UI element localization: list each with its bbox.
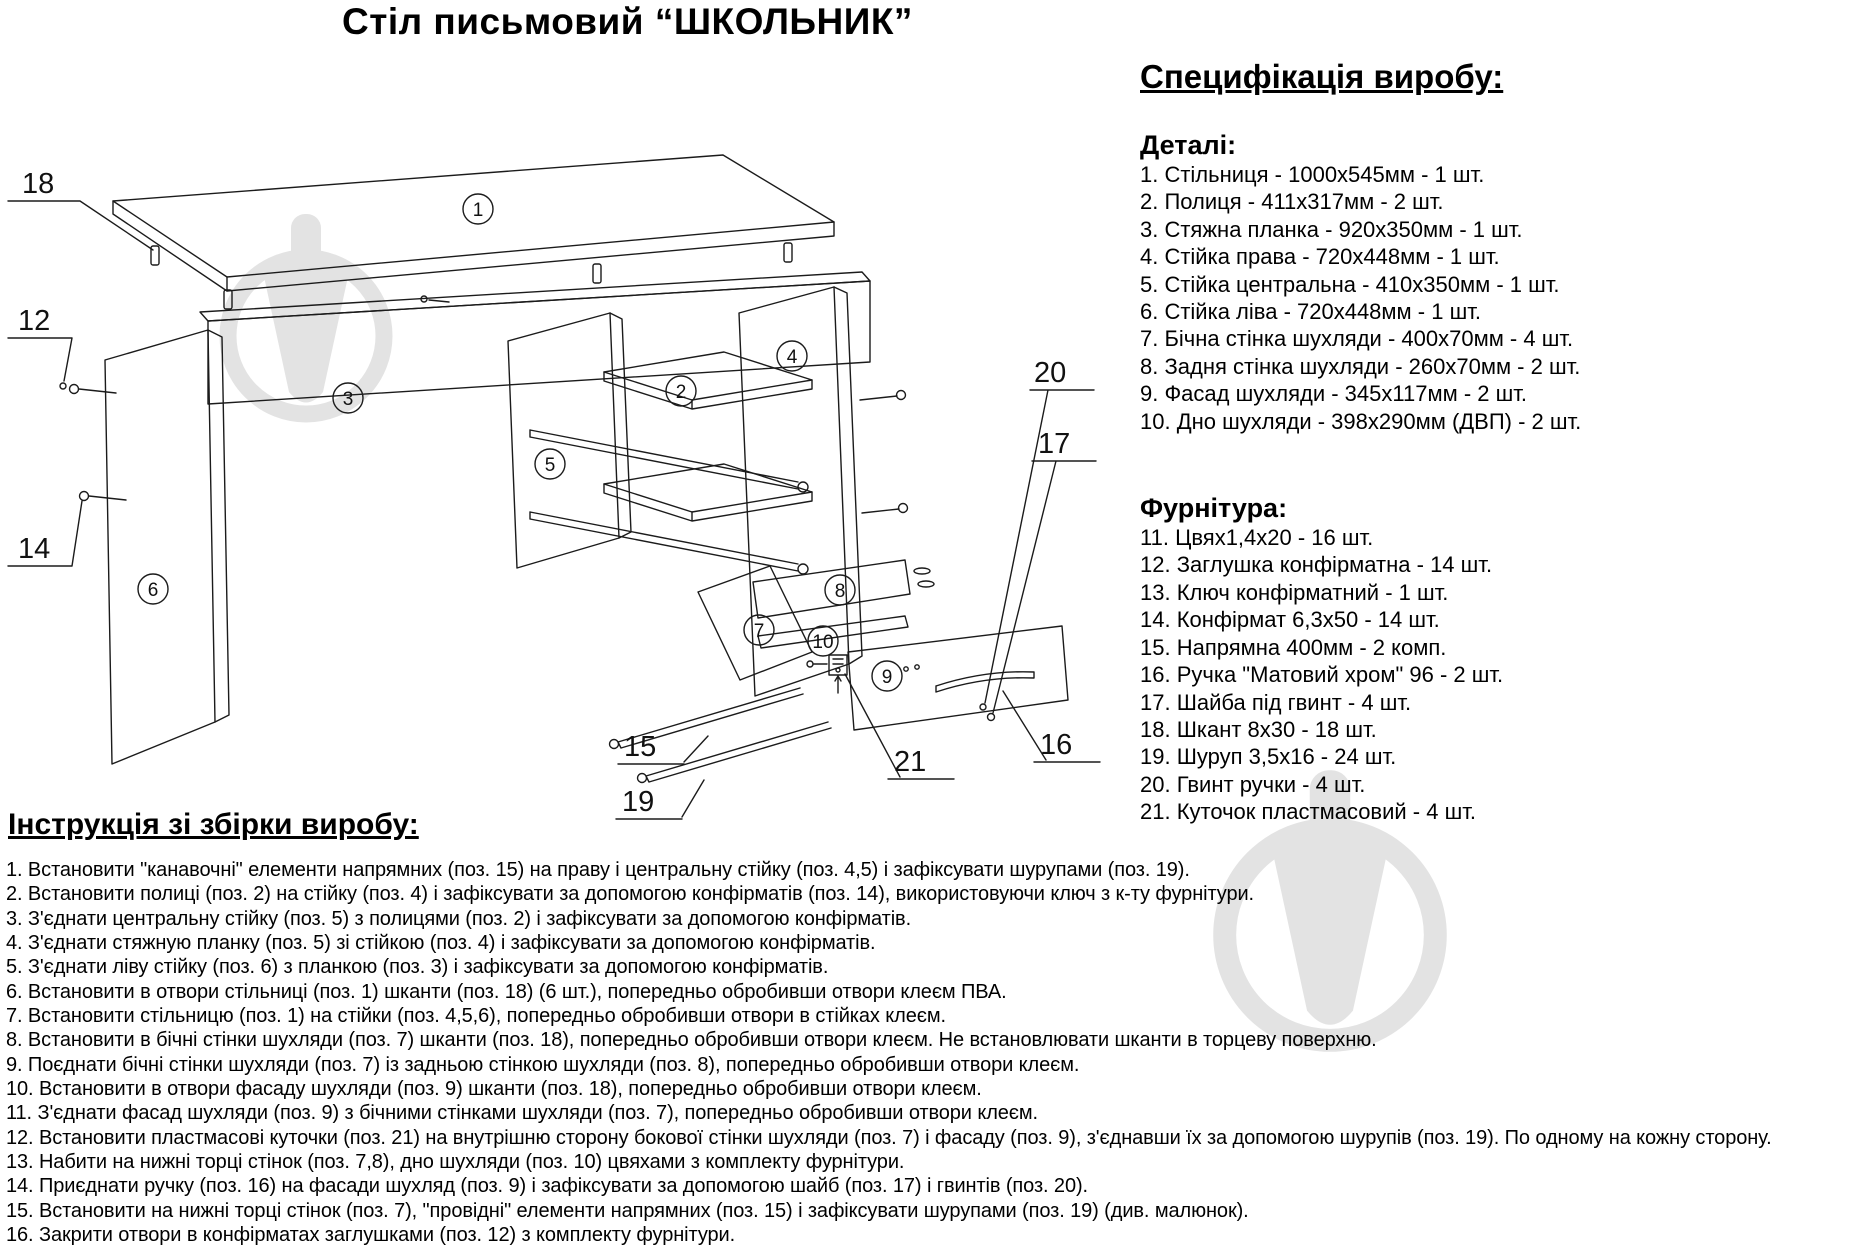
instruction-step: 11. З'єднати фасад шухляди (поз. 9) з бі… xyxy=(6,1102,1039,1125)
detail-item: 5. Стійка центральна - 410х350мм - 1 шт. xyxy=(1140,271,1560,297)
page-title: Стіл письмовий “ШКОЛЬНИК” xyxy=(342,1,913,42)
hardware-item: 12. Заглушка конфірматна - 14 шт. xyxy=(1140,552,1493,578)
shelf-panels xyxy=(603,351,813,522)
instruction-step: 7. Встановити стільницю (поз. 1) на стій… xyxy=(6,1005,946,1028)
instruction-step: 3. З'єднати центральну стійку (поз. 5) з… xyxy=(6,907,912,930)
instruction-step: 14. Приєднати ручку (поз. 16) на фасади … xyxy=(6,1175,1088,1198)
instruction-steps: 1. Встановити "канавочні" елементи напря… xyxy=(6,858,1862,1248)
hardware-label-17: 17 xyxy=(1038,428,1070,460)
detail-item: 1. Стільниця - 1000х545мм - 1 шт. xyxy=(1140,162,1485,187)
part-callout-2: 2 xyxy=(676,382,687,403)
specification-panel: Специфікація виробу: Деталі: 1. Стільниц… xyxy=(1140,58,1760,826)
instruction-step: 13. Набити на нижні торці стінок (поз. 7… xyxy=(6,1151,905,1174)
instruction-step: 12. Встановити пластмасові куточки (поз.… xyxy=(6,1126,1772,1149)
hardware-label-14: 14 xyxy=(18,533,50,565)
hardware-item: 16. Ручка "Матовий хром" 96 - 2 шт. xyxy=(1140,662,1504,688)
instruction-step: 9. Поєднати бічні стінки шухляди (поз. 7… xyxy=(6,1053,1080,1076)
bottom-guide-rails xyxy=(608,687,832,784)
hardware-item: 14. Конфірмат 6,3х50 - 14 шт. xyxy=(1140,607,1440,633)
confirmat-screw-icons xyxy=(59,295,935,588)
instruction-step: 4. З'єднати стяжную планку (поз. 5) зі с… xyxy=(6,932,876,955)
drawer-handle xyxy=(903,664,1035,722)
part-callout-6: 6 xyxy=(148,580,159,601)
detail-item: 2. Полиця - 411х317мм - 2 шт. xyxy=(1140,189,1444,215)
tie-plank-panel xyxy=(199,271,871,405)
hardware-header: Фурнітура: xyxy=(1140,493,1288,524)
watermark-top xyxy=(228,214,384,414)
detail-item: 8. Задня стінка шухляди - 260х70мм - 2 ш… xyxy=(1140,353,1581,379)
detail-item: 9. Фасад шухляди - 345х117мм - 2 шт. xyxy=(1140,381,1528,407)
instruction-step: 1. Встановити "канавочні" елементи напря… xyxy=(6,859,1190,881)
hardware-label-12: 12 xyxy=(18,305,50,337)
hardware-label-19: 19 xyxy=(622,786,654,818)
instruction-step: 10. Встановити в отвори фасаду шухляди (… xyxy=(6,1078,982,1101)
part-callout-4: 4 xyxy=(787,347,798,368)
hardware-label-21: 21 xyxy=(894,746,926,778)
hardware-label-20: 20 xyxy=(1034,357,1066,389)
instruction-step: 6. Встановити в отвори стільниці (поз. 1… xyxy=(6,980,1007,1003)
part-callout-7: 7 xyxy=(754,621,765,642)
assembly-instructions-panel: Інструкція зі збірки виробу: 1. Встанови… xyxy=(6,808,1862,1248)
details-list: 1. Стільниця - 1000х545мм - 1 шт. 2. Пол… xyxy=(1140,161,1760,435)
tabletop-panel xyxy=(112,154,835,292)
part-callout-3: 3 xyxy=(343,389,354,410)
hardware-item: 19. Шуруп 3,5х16 - 24 шт. xyxy=(1140,744,1397,770)
detail-item: 6. Стійка ліва - 720х448мм - 1 шт. xyxy=(1140,299,1481,325)
part-callout-1: 1 xyxy=(473,200,484,221)
part-callout-5: 5 xyxy=(545,455,556,476)
hardware-item: 18. Шкант 8х30 - 18 шт. xyxy=(1140,716,1377,742)
instruction-step: 15. Встановити на нижні торці стінок (по… xyxy=(6,1199,1249,1222)
hardware-item: 11. Цвях1,4х20 - 16 шт. xyxy=(1140,525,1374,551)
instruction-step: 16. Закрити отвори в конфірматах заглушк… xyxy=(6,1224,736,1247)
part-callout-10: 10 xyxy=(812,632,833,653)
leader-lines xyxy=(7,200,1101,820)
drawer-bottom-panel xyxy=(757,615,909,649)
central-stand-panel xyxy=(507,312,632,569)
hardware-label-18: 18 xyxy=(22,168,54,200)
part-callout-8: 8 xyxy=(835,581,846,602)
hardware-callout-numbers: 18 12 14 20 17 15 19 21 16 xyxy=(18,168,1072,818)
hardware-list: 11. Цвях1,4х20 - 16 шт. 12. Заглушка кон… xyxy=(1140,524,1760,825)
drawer-back-wall xyxy=(752,559,911,619)
plastic-corner-icon xyxy=(806,654,848,694)
detail-item: 4. Стійка права - 720х448мм - 1 шт. xyxy=(1140,244,1500,270)
part-callout-circles xyxy=(137,193,903,692)
hardware-label-15: 15 xyxy=(624,731,656,763)
hardware-item: 21. Куточок пластмасовий - 4 шт. xyxy=(1140,799,1476,825)
left-side-panel xyxy=(104,329,230,765)
instruction-step: 8. Встановити в бічні стінки шухляди (по… xyxy=(6,1029,1377,1052)
instructions-header: Інструкція зі збірки виробу: xyxy=(8,808,419,841)
part-callout-numbers: 1 2 3 4 5 6 7 8 9 10 xyxy=(148,200,893,688)
detail-item: 7. Бічна стінка шухляди - 400х70мм - 4 ш… xyxy=(1140,326,1574,352)
hardware-label-16: 16 xyxy=(1040,729,1072,761)
hardware-item: 15. Напрямна 400мм - 2 комп. xyxy=(1140,634,1447,660)
detail-item: 10. Дно шухляди - 398х290мм (ДВП) - 2 шт… xyxy=(1140,408,1582,434)
hardware-item: 13. Ключ конфірматний - 1 шт. xyxy=(1140,579,1449,605)
instruction-step: 5. З'єднати ліву стійку (поз. 6) з планк… xyxy=(6,956,829,979)
drawer-facade-panel xyxy=(847,625,1069,731)
drawer-rails xyxy=(529,429,809,575)
specification-header: Специфікація виробу: xyxy=(1140,58,1504,95)
part-callout-9: 9 xyxy=(882,667,893,688)
detail-item: 3. Стяжна планка - 920х350мм - 1 шт. xyxy=(1140,216,1523,242)
dowel-pegs xyxy=(150,242,793,310)
instruction-step: 2. Встановити полиці (поз. 2) на стійку … xyxy=(6,883,1255,906)
details-header: Деталі: xyxy=(1140,130,1237,160)
hardware-item: 17. Шайба під гвинт - 4 шт. xyxy=(1140,689,1412,715)
hardware-item: 20. Гвинт ручки - 4 шт. xyxy=(1140,771,1366,797)
